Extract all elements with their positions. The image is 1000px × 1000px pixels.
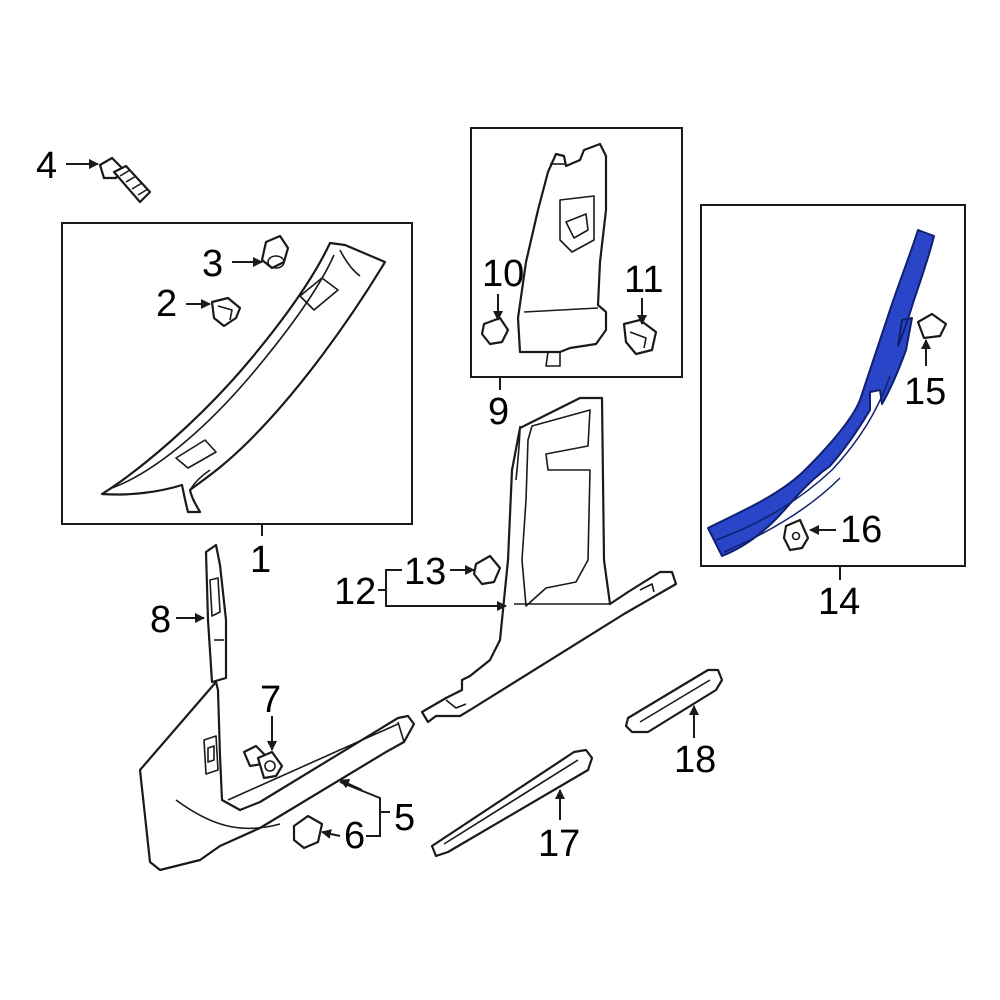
callout-1: 1 [250, 539, 271, 581]
callout-16: 16 [840, 509, 882, 551]
part-10-clip[interactable] [480, 316, 510, 346]
callout-18: 18 [674, 739, 716, 781]
part-9-b-pillar-upper-trim[interactable] [516, 142, 608, 367]
part-2-clip[interactable] [210, 296, 242, 328]
callout-12: 12 [334, 571, 376, 613]
part-11-clip[interactable] [622, 318, 658, 356]
part-6-clip[interactable] [292, 814, 324, 850]
group-box-a-pillar [61, 222, 413, 525]
part-12-b-pillar-lower-trim[interactable] [420, 396, 678, 724]
callout-13: 13 [404, 551, 446, 593]
part-16-clip[interactable] [782, 518, 810, 552]
callout-17: 17 [538, 823, 580, 865]
callout-2: 2 [156, 283, 177, 325]
callout-8: 8 [150, 599, 171, 641]
part-1-a-pillar-trim[interactable] [100, 241, 387, 514]
part-18-scuff-plate[interactable] [624, 668, 724, 734]
leader-6 [321, 829, 341, 839]
part-5-kick-panel[interactable] [138, 680, 416, 872]
callout-11: 11 [624, 259, 663, 301]
callout-4: 4 [36, 145, 57, 187]
callout-14: 14 [818, 581, 860, 623]
part-4-bolt[interactable] [98, 156, 152, 204]
callout-10: 10 [482, 253, 524, 295]
leader-12-bracket [378, 569, 502, 607]
part-3-clip[interactable] [260, 234, 290, 270]
group-box-weatherstrip [700, 204, 966, 567]
part-15-clip[interactable] [916, 312, 948, 340]
part-13-clip[interactable] [472, 554, 502, 586]
callout-7: 7 [260, 679, 281, 721]
group-box-b-pillar-upper [470, 127, 683, 378]
part-7-bolt[interactable] [242, 744, 284, 780]
callout-3: 3 [202, 243, 223, 285]
part-17-scuff-plate[interactable] [430, 748, 594, 858]
callout-5: 5 [394, 797, 415, 839]
part-14-weatherstrip[interactable] [707, 229, 935, 557]
callout-15: 15 [904, 371, 946, 413]
leader-5-arrow [339, 779, 363, 791]
callout-9: 9 [488, 391, 509, 433]
callout-6: 6 [344, 815, 365, 857]
part-8-trim-strip[interactable] [204, 543, 228, 684]
